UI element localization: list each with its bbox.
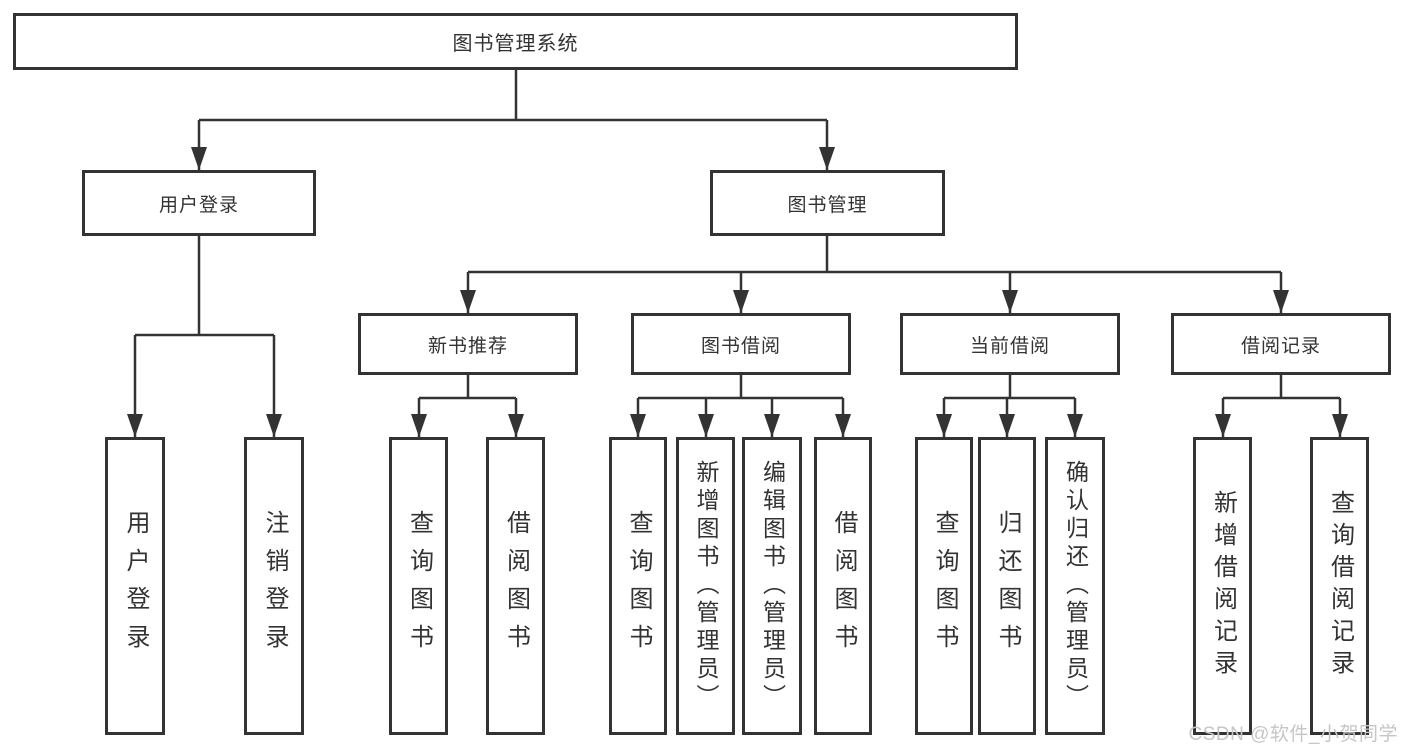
connector-userlogin-to-leaves	[133, 236, 276, 437]
node-leaf-cb-query-books-label: 查询图书	[931, 510, 958, 662]
connector-root-to-level2	[197, 70, 829, 170]
watermark: CSDN @软件_小贺同学	[1188, 724, 1398, 745]
node-leaf-nbr-query-books: 查询图书	[389, 437, 448, 735]
connector-borrowrecords-to-leaves	[1221, 375, 1342, 437]
node-leaf-cb-return-books-label: 归还图书	[994, 510, 1021, 662]
node-leaf-br-add-record-label: 新增借阅记录	[1209, 490, 1237, 682]
node-leaf-nbr-borrow-books: 借阅图书	[486, 437, 545, 735]
connector-bookmgmt-to-level3	[466, 236, 1283, 313]
node-leaf-cb-confirm-return-admin: 确认归还（管理员）	[1045, 437, 1105, 735]
node-leaf-logout-label: 注销登录	[261, 510, 288, 662]
node-root-label: 图书管理系统	[452, 33, 579, 55]
connector-newbookrec-to-leaves	[417, 375, 518, 437]
node-leaf-cb-return-books: 归还图书	[978, 437, 1036, 735]
node-new-book-recommend-label: 新书推荐	[427, 335, 508, 357]
node-leaf-br-query-record: 查询借阅记录	[1310, 437, 1369, 735]
node-borrow-records: 借阅记录	[1171, 313, 1391, 375]
node-current-borrow-label: 当前借阅	[969, 335, 1050, 357]
node-book-management: 图书管理	[710, 170, 945, 236]
node-new-book-recommend: 新书推荐	[358, 313, 578, 375]
node-leaf-nbr-borrow-books-label: 借阅图书	[502, 510, 530, 662]
node-leaf-user-login-label: 用户登录	[122, 510, 149, 662]
node-user-login: 用户登录	[82, 170, 316, 236]
node-leaf-br-add-record: 新增借阅记录	[1193, 437, 1252, 735]
node-leaf-bb-query-books-label: 查询图书	[625, 510, 652, 662]
connector-currentborrow-to-leaves	[942, 375, 1077, 437]
node-book-borrow: 图书借阅	[631, 313, 851, 375]
node-leaf-logout: 注销登录	[244, 437, 304, 735]
node-borrow-records-label: 借阅记录	[1240, 335, 1321, 357]
node-current-borrow: 当前借阅	[900, 313, 1120, 375]
node-leaf-bb-add-books-admin-label: 新增图书（管理员）	[693, 460, 719, 712]
node-leaf-bb-borrow-books-label: 借阅图书	[830, 510, 857, 662]
node-book-management-label: 图书管理	[787, 194, 868, 216]
node-leaf-cb-query-books: 查询图书	[915, 437, 973, 735]
connector-bookborrow-to-leaves	[636, 375, 845, 437]
node-leaf-bb-edit-books-admin-label: 编辑图书（管理员）	[759, 460, 786, 712]
node-user-login-label: 用户登录	[158, 194, 239, 216]
node-book-borrow-label: 图书借阅	[700, 335, 781, 357]
node-leaf-cb-confirm-return-admin-label: 确认归还（管理员）	[1062, 460, 1089, 712]
node-leaf-bb-edit-books-admin: 编辑图书（管理员）	[742, 437, 802, 735]
node-root: 图书管理系统	[13, 13, 1018, 70]
node-leaf-user-login: 用户登录	[105, 437, 165, 735]
node-leaf-bb-borrow-books: 借阅图书	[814, 437, 872, 735]
node-leaf-br-query-record-label: 查询借阅记录	[1326, 490, 1354, 682]
node-leaf-nbr-query-books-label: 查询图书	[405, 510, 433, 662]
node-leaf-bb-query-books: 查询图书	[609, 437, 667, 735]
node-leaf-bb-add-books-admin: 新增图书（管理员）	[676, 437, 735, 735]
